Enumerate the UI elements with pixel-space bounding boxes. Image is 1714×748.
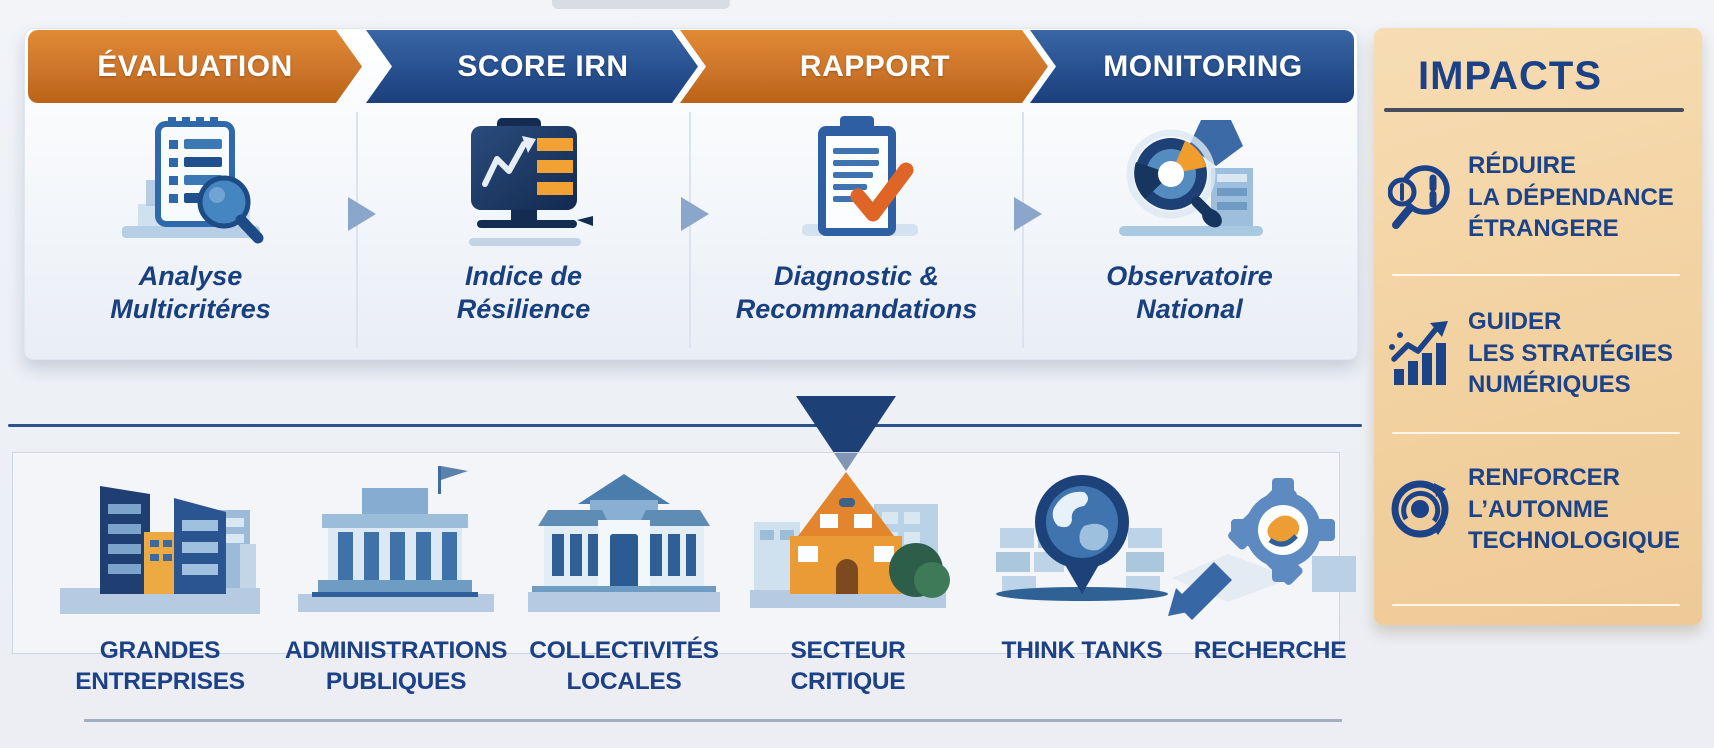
step-column-monitoring: Observatoire National xyxy=(1023,104,1356,354)
observatory-donut-icon xyxy=(1118,120,1263,236)
impact-text: RENFORCER L’AUTONME TECHNOLOGIQUE xyxy=(1468,464,1681,555)
step-header-monitoring: MONITORING xyxy=(1030,30,1354,103)
step-caption: Observatoire National xyxy=(1106,261,1273,324)
audience-think-tanks: THINK TANKS xyxy=(962,456,1202,667)
flow-arrow-icon xyxy=(1014,197,1042,231)
impacts-title-underline xyxy=(1384,108,1684,112)
step-header-label: MONITORING xyxy=(1103,49,1303,83)
impact-text: GUIDER LES STRATÉGIES NUMÉRIQUES xyxy=(1468,308,1673,399)
impacts-panel: IMPACTS RÉDUIRE LA DÉPENDANCE ÉTRANGERE xyxy=(1374,28,1702,625)
audience-label: THINK TANKS xyxy=(1001,637,1163,664)
audience-administrations-publiques: ADMINISTRATIONS PUBLIQUES xyxy=(276,456,516,698)
step-header-label: RAPPORT xyxy=(799,49,951,83)
bottom-divider xyxy=(84,719,1342,722)
impact-item-guider: GUIDER LES STRATÉGIES NUMÉRIQUES xyxy=(1388,306,1694,401)
score-screen-icon xyxy=(468,118,593,246)
government-building-icon xyxy=(298,466,494,612)
audience-grandes-entreprises: GRANDES ENTREPRISES xyxy=(40,456,280,698)
audience-recherche: RECHERCHE xyxy=(1150,456,1390,667)
gear-research-icon xyxy=(1168,478,1356,620)
step-caption: Diagnostic & Recommandations xyxy=(735,261,978,324)
audience-label: ADMINISTRATIONS PUBLIQUES xyxy=(284,637,508,695)
impacts-separator xyxy=(1392,274,1680,276)
top-tab-decoration xyxy=(552,0,730,9)
step-header-label: SCORE IRN xyxy=(457,49,629,83)
step-header-score-irn: SCORE IRN xyxy=(366,30,698,103)
growth-chart-icon xyxy=(1389,320,1448,385)
impacts-title: IMPACTS xyxy=(1418,54,1603,98)
audience-collectivites-locales: COLLECTIVITÉS LOCALES xyxy=(504,456,744,698)
checklist-magnifier-icon xyxy=(121,117,263,244)
step-column-score-irn: Indice de Résilience xyxy=(357,104,690,354)
globe-pin-icon xyxy=(996,475,1168,601)
diagnostic-checklist-icon xyxy=(801,116,918,236)
step-header-evaluation: ÉVALUATION xyxy=(28,30,362,103)
step-header-rapport: RAPPORT xyxy=(680,30,1048,103)
house-icon xyxy=(750,472,950,608)
autonomy-orbit-icon xyxy=(1391,480,1449,537)
audience-secteur-critique: SECTEUR CRITIQUE xyxy=(728,456,968,698)
impacts-separator xyxy=(1392,432,1680,434)
step-caption: Indice de Résilience xyxy=(456,261,591,324)
town-hall-icon xyxy=(528,474,720,612)
audience-label: COLLECTIVITÉS LOCALES xyxy=(529,637,719,695)
office-buildings-icon xyxy=(60,486,260,614)
impacts-separator xyxy=(1392,604,1680,606)
impact-item-renforcer: RENFORCER L’AUTONME TECHNOLOGIQUE xyxy=(1388,462,1694,557)
step-column-rapport: Diagnostic & Recommandations xyxy=(690,104,1023,354)
step-column-evaluation: Analyse Multicritéres xyxy=(24,104,357,354)
audience-label: RECHERCHE xyxy=(1193,637,1347,664)
flow-arrow-icon xyxy=(348,197,376,231)
audience-label: GRANDES ENTREPRISES xyxy=(75,637,245,695)
magnifier-dependency-icon xyxy=(1388,164,1450,229)
audience-label: SECTEUR CRITIQUE xyxy=(790,637,906,695)
impact-text: RÉDUIRE LA DÉPENDANCE ÉTRANGERE xyxy=(1468,152,1674,243)
flow-arrow-icon xyxy=(681,197,709,231)
step-caption: Analyse Multicritéres xyxy=(110,261,271,324)
down-arrow-icon xyxy=(796,396,896,471)
step-header-label: ÉVALUATION xyxy=(97,49,293,83)
impact-item-reduire: RÉDUIRE LA DÉPENDANCE ÉTRANGERE xyxy=(1388,150,1694,245)
horizontal-divider xyxy=(8,424,1362,427)
